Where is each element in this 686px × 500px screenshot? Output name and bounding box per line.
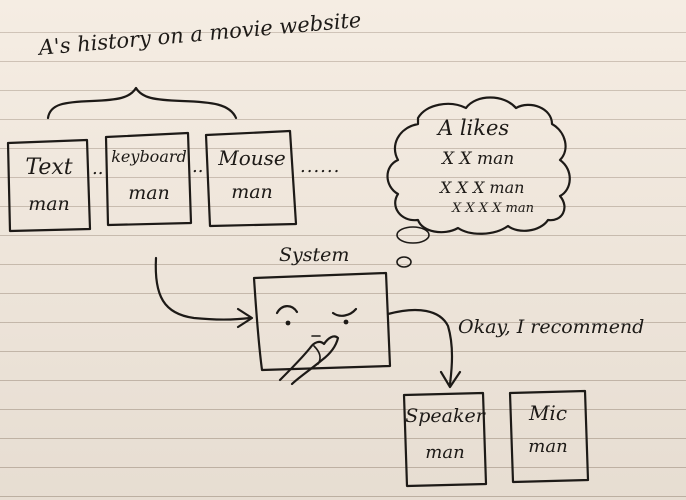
recommendation-card-mic-frame [508, 389, 590, 484]
system-eye-right [343, 319, 349, 325]
thought-bubble-small [396, 256, 412, 268]
recommendation-card-speaker-line1: Speaker [405, 405, 485, 427]
history-separator-1: .. [92, 158, 104, 179]
system-eyebrow-left [275, 305, 299, 315]
recommendation-card-mic-line1: Mic [528, 401, 568, 425]
system-hand-finger [313, 345, 321, 365]
recommendation-card-speaker-line2: man [425, 442, 465, 463]
history-brace [46, 86, 238, 120]
arrow-history-to-system [154, 256, 252, 321]
thought-item-2: X X X man [440, 178, 525, 197]
recommendation-card-mic-line2: man [528, 436, 568, 457]
thought-item-3: X X X X man [452, 201, 534, 216]
history-card-mouse-line2: man [231, 181, 273, 203]
thought-cloud [386, 96, 571, 235]
history-card-keyboard-line1: keyboard [111, 147, 187, 166]
history-card-keyboard-line2: man [128, 182, 170, 204]
history-card-text-frame [6, 138, 92, 233]
history-card-mouse-frame [204, 129, 298, 228]
system-box [252, 271, 392, 372]
thought-title: A likes [438, 116, 510, 140]
history-card-mouse-line1: Mouse [218, 146, 286, 170]
arrow-system-to-recommendations [386, 308, 454, 386]
system-hand [278, 335, 340, 386]
system-eye-left [285, 320, 291, 326]
system-eyebrow-right [331, 307, 358, 317]
arrow-head-recommendations [439, 370, 462, 389]
history-card-text-line1: Text [25, 155, 73, 180]
history-separator-2: .. [192, 156, 204, 177]
thought-item-1: X X man [442, 149, 515, 169]
history-trailing-dots: ...... [300, 156, 341, 177]
recommendation-card-speaker-frame [402, 391, 488, 488]
thought-bubble-medium [396, 226, 430, 244]
arrow-head-system [236, 307, 254, 329]
history-card-keyboard-frame [104, 131, 193, 227]
history-card-text-line2: man [28, 193, 70, 215]
system-label: System [279, 244, 350, 266]
recommend-label: Okay, I recommend [458, 316, 645, 338]
